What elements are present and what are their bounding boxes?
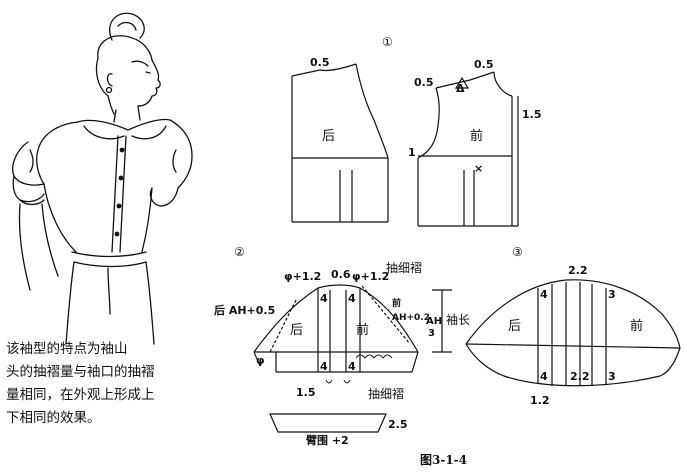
blouse-buttons <box>114 147 125 237</box>
panel-2-marker: ② <box>234 245 245 259</box>
sleeve-length: 袖长 <box>446 312 470 327</box>
front-shoulder-offset: 0.5 <box>474 58 494 71</box>
front-neck-offset: 0.5 <box>414 76 434 89</box>
cap-right: φ+1.2 <box>352 270 389 283</box>
ah-label: AH <box>426 316 442 327</box>
front-ah: AH+0.2 <box>392 313 430 323</box>
panel-3-slashed-sleeve <box>465 279 681 387</box>
panel-1-bodice-draft <box>291 63 519 227</box>
back-shoulder-offset: 0.5 <box>310 56 330 69</box>
panel-3-back-label: 后 <box>508 319 521 334</box>
ah-fraction: 3 <box>428 328 435 339</box>
mark-4-br: 4 <box>348 360 356 373</box>
mark-4-top: 4 <box>540 288 548 301</box>
panel-3-marker: ③ <box>512 245 523 259</box>
panel-3-labels: ③ 2.2 4 3 后 前 4 2.2 3 1.2 <box>508 245 643 407</box>
mark-4-bl: 4 <box>320 360 328 373</box>
phi-mark: φ <box>256 354 265 367</box>
panel-1-labels: ① 0.5 后 前 0.5 0.5 Δ 1.5 1 × <box>310 35 542 175</box>
panel-2-labels: ② φ+1.2 0.6 φ+1.2 抽细褶 后 AH+0.5 4 4 后 前 前… <box>214 245 470 447</box>
panel-2-sleeve-draft <box>253 284 452 433</box>
bottom-12: 1.2 <box>530 394 550 407</box>
figure-caption: 图3-1-4 <box>420 453 468 467</box>
mark-4-tl: 4 <box>320 292 328 305</box>
back-ah: 后 AH+0.5 <box>214 303 275 317</box>
center-front-ext: 1.5 <box>522 108 542 121</box>
panel-2-back-label: 后 <box>290 323 303 338</box>
hem-offset: 1.5 <box>296 386 316 399</box>
description-text: 该袖型的特点为袖山 头的抽褶量与袖口的抽褶 量相同，在外观上形成上 下相同的效果… <box>6 338 188 430</box>
gather-top: 抽细褶 <box>386 260 422 275</box>
cuff-label: 臂围 +2 <box>306 433 349 447</box>
mark-3-bottom: 3 <box>608 370 616 383</box>
mark-4-bottom: 4 <box>540 370 548 383</box>
mark-3-top: 3 <box>608 288 616 301</box>
panel-3-front-label: 前 <box>630 318 643 334</box>
description-line: 头的抽褶量与袖口的抽褶 <box>6 364 155 380</box>
panel-1-front-label: 前 <box>470 128 483 144</box>
panel-1-back-label: 后 <box>322 129 335 144</box>
point-mark: × <box>474 162 483 175</box>
triangle-mark: Δ <box>456 82 465 95</box>
cap-left: φ+1.2 <box>284 270 321 283</box>
mark-4-tr: 4 <box>348 292 356 305</box>
panel-2-gather-marks <box>325 354 393 384</box>
top-22: 2.2 <box>568 264 588 277</box>
armhole-mark: 1 <box>408 146 416 159</box>
panel-1-marker: ① <box>382 35 393 49</box>
description-line: 下相同的效果。 <box>6 410 101 426</box>
description-line: 该袖型的特点为袖山 <box>6 341 128 357</box>
blouse-illustration <box>12 12 193 345</box>
description-line: 量相同，在外观上形成上 <box>6 387 155 403</box>
cuff-height: 2.5 <box>388 418 408 431</box>
cap-mid: 0.6 <box>331 268 351 281</box>
front-label-small: 前 <box>392 297 401 309</box>
panel-2-front-label: 前 <box>356 322 369 338</box>
gather-bottom: 抽细褶 <box>368 386 404 401</box>
mark-22-bottom: 2.2 <box>570 370 590 383</box>
